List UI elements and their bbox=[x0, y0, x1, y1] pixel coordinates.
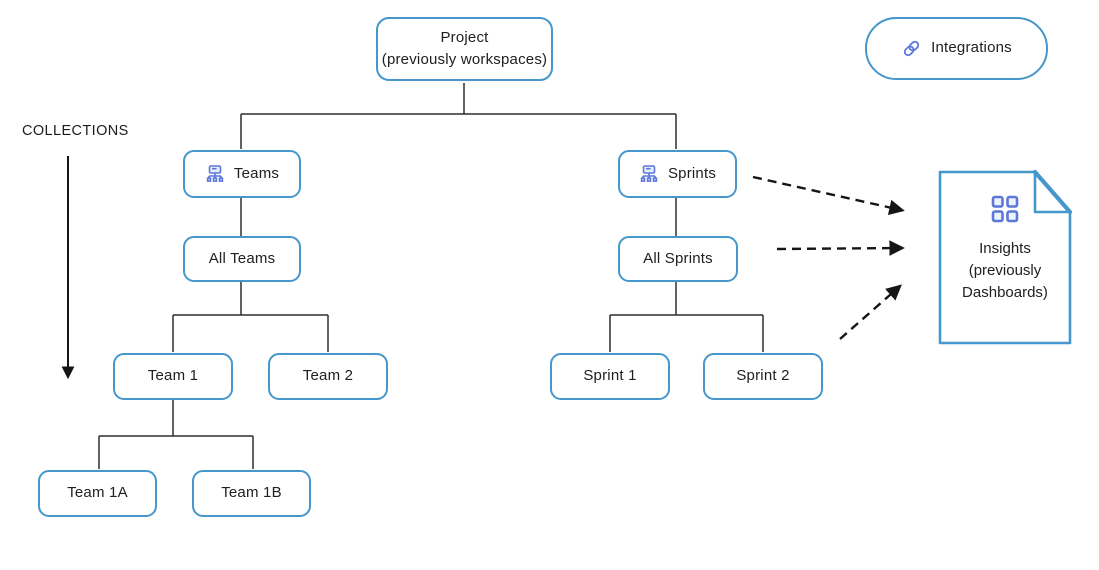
dashed-arrow-all-sprints-to-insights bbox=[776, 240, 905, 256]
node-team-1b-label: Team 1B bbox=[221, 484, 282, 502]
node-team-2: Team 2 bbox=[268, 353, 388, 400]
tree-connector-team1-to-team1a-team1b bbox=[98, 400, 254, 469]
node-all-teams-label: All Teams bbox=[208, 249, 276, 267]
org-hierarchy-icon bbox=[205, 164, 225, 184]
node-sprint-1-label: Sprint 1 bbox=[583, 367, 637, 385]
tree-connector-project-to-teams-sprints bbox=[240, 83, 677, 149]
node-project-label: Project (previously workspaces) bbox=[381, 28, 548, 69]
node-team-2-label: Team 2 bbox=[302, 367, 354, 385]
node-team-1b: Team 1B bbox=[192, 470, 311, 517]
node-sprint-1: Sprint 1 bbox=[550, 353, 670, 400]
node-teams: Teams bbox=[183, 150, 301, 198]
node-sprints: Sprints bbox=[618, 150, 737, 198]
node-insights-label: Insights (previously Dashboards) bbox=[962, 240, 1048, 301]
node-insights: Insights (previously Dashboards) bbox=[938, 170, 1072, 345]
node-team-1-label: Team 1 bbox=[147, 367, 199, 385]
link-icon bbox=[901, 38, 922, 59]
node-teams-label: Teams bbox=[233, 164, 280, 182]
org-hierarchy-icon bbox=[639, 164, 659, 184]
node-all-sprints: All Sprints bbox=[618, 236, 738, 282]
dashed-arrow-sprints-to-insights bbox=[752, 175, 905, 216]
node-team-1: Team 1 bbox=[113, 353, 233, 400]
node-team-1a: Team 1A bbox=[38, 470, 157, 517]
node-sprint-2-label: Sprint 2 bbox=[736, 367, 790, 385]
node-team-1a-label: Team 1A bbox=[67, 484, 128, 502]
node-integrations: Integrations bbox=[865, 17, 1048, 80]
tree-connector-all-teams-to-team1-team2 bbox=[172, 282, 329, 352]
tree-connector-all-sprints-to-sprint1-sprint2 bbox=[609, 282, 764, 352]
document-shape bbox=[938, 170, 1072, 345]
collections-label: COLLECTIONS bbox=[22, 123, 129, 139]
grid-icon bbox=[990, 194, 1020, 229]
node-all-sprints-label: All Sprints bbox=[643, 249, 713, 267]
dashed-arrow-sprint2-to-insights bbox=[839, 284, 902, 340]
node-sprints-label: Sprints bbox=[667, 164, 717, 182]
node-all-teams: All Teams bbox=[183, 236, 301, 282]
node-project: Project (previously workspaces) bbox=[376, 17, 553, 81]
node-sprint-2: Sprint 2 bbox=[703, 353, 823, 400]
node-integrations-label: Integrations bbox=[931, 39, 1012, 57]
